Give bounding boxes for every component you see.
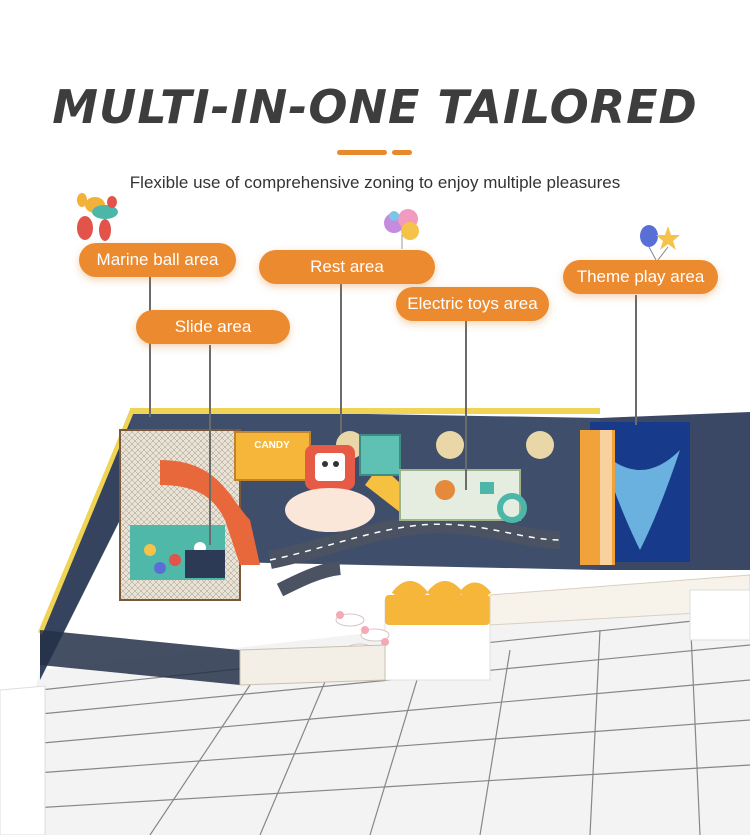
label-electric-toys-area: Electric toys area <box>396 287 549 321</box>
leader-line-slide <box>209 345 211 545</box>
balloon-cluster-icon <box>384 209 419 249</box>
balloon-star-icon <box>640 225 680 261</box>
label-slide-area: Slide area <box>136 310 290 344</box>
leader-line-rest <box>340 284 342 434</box>
label-marine-ball-area: Marine ball area <box>79 243 236 277</box>
leader-line-electric-toys <box>465 320 467 490</box>
label-theme-play-area: Theme play area <box>563 260 718 294</box>
candy-sign-text: CANDY <box>254 440 290 451</box>
balloon-dog-icon <box>77 193 118 241</box>
title-accent-bar-short <box>392 150 412 155</box>
page-subtitle: Flexible use of comprehensive zoning to … <box>129 173 621 192</box>
page-title: MULTI-IN-ONE TAILORED <box>52 80 698 134</box>
playground-illustration: CANDY <box>0 408 750 835</box>
leader-line-marine-ball <box>149 272 151 417</box>
label-rest-area: Rest area <box>259 250 435 284</box>
leader-line-theme-play <box>635 295 637 425</box>
title-accent-bar-long <box>337 150 387 155</box>
